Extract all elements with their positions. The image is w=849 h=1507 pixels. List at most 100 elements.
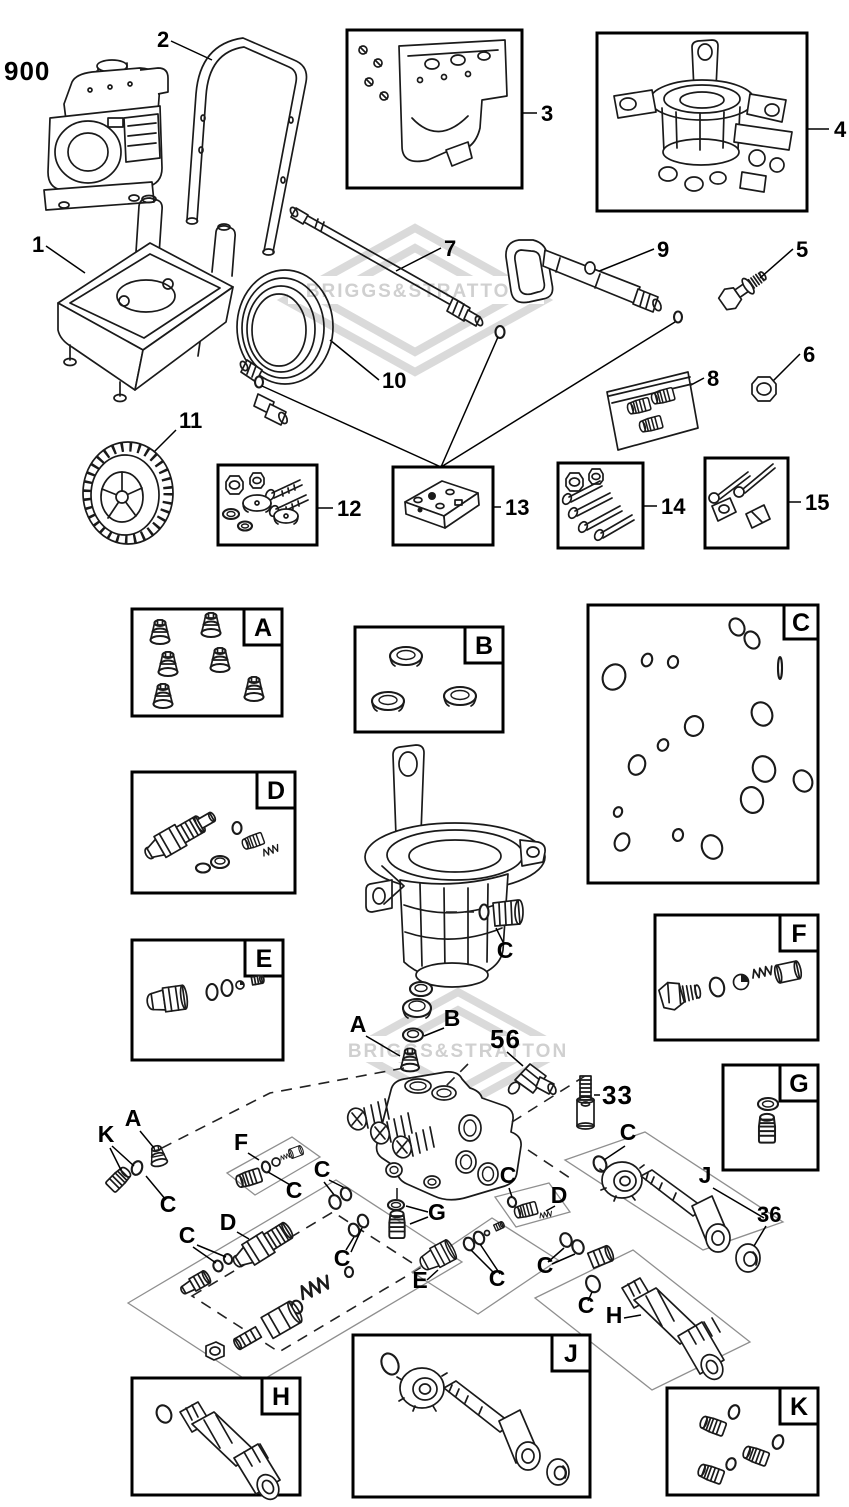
outlet-ring-set [559, 1232, 615, 1270]
callout-clip-kit: 15 [805, 490, 829, 515]
ref-c-manifold-ring: C [500, 1162, 517, 1188]
castle-nut [599, 1161, 645, 1202]
ref-c-f: C [286, 1177, 303, 1203]
pump-assembly-box [595, 31, 809, 213]
cradle-frame [45, 194, 237, 403]
pump-housing [364, 744, 546, 1073]
engine [43, 59, 169, 211]
kit-box-j: J [351, 1333, 592, 1499]
ref-k-manifold: K [98, 1121, 115, 1147]
ref-c-outlet-rings: C [537, 1252, 554, 1278]
handle [170, 37, 308, 256]
ref-c-d-rings: C [179, 1222, 196, 1248]
ref-c-d-lower: C [334, 1245, 351, 1271]
quick-coupler [146, 984, 189, 1013]
unloader-piston [180, 1269, 212, 1295]
clip-kit-box [703, 456, 790, 550]
valve-plug [658, 981, 702, 1011]
g-plug-group [386, 1198, 406, 1240]
wand-o-ring [494, 324, 506, 340]
callout-wheel-hardware-kit: 12 [337, 496, 361, 521]
a-valve [147, 1143, 169, 1169]
pump-seal-stack [401, 980, 434, 1043]
ref-f-valve: F [234, 1129, 248, 1155]
e-coupler-group [419, 1220, 505, 1271]
ref-a-manifold: A [125, 1105, 142, 1131]
manifold-left-plugs [104, 1143, 169, 1194]
hose-o-ring [253, 375, 265, 389]
parts-bag [606, 371, 705, 451]
panel-hardware-kit-box [391, 465, 495, 547]
kit-tab-b: B [475, 632, 493, 660]
watermark-text-top: BRIGGS&STRATTON [306, 281, 526, 302]
kit-box-g: G [721, 1063, 820, 1172]
kit-tab-j: J [564, 1340, 578, 1368]
ref-h-outlet: H [606, 1302, 623, 1328]
callout-outlet-cap: 36 [757, 1202, 781, 1227]
kit-box-h: H [130, 1376, 302, 1501]
kit-box-e: E [130, 938, 285, 1062]
ref-c-f-rings: C [314, 1156, 331, 1182]
pump-assembly [613, 39, 793, 193]
callout-cradle: 1 [32, 232, 44, 257]
j-tube [640, 1169, 731, 1253]
kit-tab-g: G [789, 1070, 808, 1098]
o-ring-set [601, 617, 814, 860]
f-group-outline [225, 1136, 322, 1196]
spray-gun [505, 239, 684, 324]
callout-nut: 6 [803, 342, 815, 367]
ref-e-coupler: E [412, 1267, 427, 1293]
hose [236, 269, 380, 426]
seal [370, 690, 406, 712]
kit-tab-d: D [267, 777, 285, 805]
callout-parts-bag: 8 [707, 366, 719, 391]
kit-tab-c: C [792, 609, 810, 637]
ref-a-pump: A [350, 1011, 367, 1037]
kit-tab-f: F [791, 920, 806, 948]
d2-group-outline [493, 1182, 572, 1228]
ref-c-e-rings: C [489, 1265, 506, 1291]
callout-handle: 2 [157, 27, 169, 52]
pump-drain-plug [446, 899, 524, 927]
ref-d-unloader: D [220, 1209, 237, 1235]
panel-kit-box [345, 28, 524, 190]
ref-c-k: C [160, 1191, 177, 1217]
f-valve-group [233, 1145, 304, 1190]
unloader-valve-body [232, 1221, 294, 1268]
kit-tab-a: A [254, 614, 272, 642]
callout-engine: 900 [4, 56, 50, 86]
callout-spray-gun: 9 [657, 237, 669, 262]
gun-o-ring [672, 310, 684, 324]
callout-spray-wand: 7 [444, 236, 456, 261]
seal [388, 645, 424, 667]
kit-box-a: A [130, 607, 284, 718]
wheel-hardware-kit-box [216, 463, 319, 547]
pump-manifold [346, 1071, 522, 1201]
callout-hose: 10 [382, 368, 406, 393]
wheel [82, 429, 177, 545]
h-outlet-group [585, 1274, 725, 1381]
kit-tab-h: H [272, 1383, 290, 1411]
d-unloader-group [180, 1186, 370, 1361]
unloader-valve [144, 811, 217, 860]
nut [751, 353, 801, 402]
ref-j-outlet: J [699, 1162, 712, 1188]
callout-bolt-kit: 14 [661, 494, 686, 519]
ref-c-h-ring: C [578, 1292, 595, 1318]
unloader-spring-set [205, 1265, 355, 1361]
kit-box-f: F [653, 913, 820, 1042]
outlet-cap [735, 1243, 761, 1273]
ref-g-plug: G [428, 1199, 446, 1225]
k-plug [104, 1164, 134, 1194]
manifold-pistons [346, 1098, 435, 1159]
h-tube [621, 1277, 725, 1381]
callout-panel-hardware-kit: 13 [505, 495, 529, 520]
callout-chemical-fitting: 56 [490, 1024, 521, 1054]
callout-pump-bolt: 33 [602, 1080, 633, 1110]
watermark-top: BRIGGS&STRATTON [276, 223, 554, 377]
callout-panel-kit: 3 [541, 101, 553, 126]
kit-box-d: D [130, 770, 297, 895]
ref-c-pump: C [497, 937, 514, 963]
